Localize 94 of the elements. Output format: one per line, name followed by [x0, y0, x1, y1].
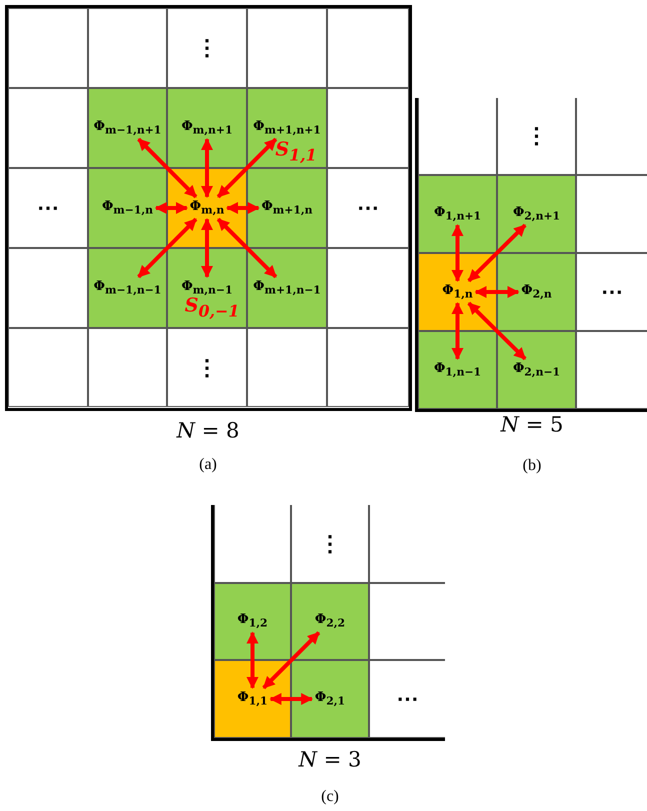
grid-cell	[497, 98, 576, 175]
grid-cell	[8, 168, 88, 248]
phi-label: Φ$_{m+1,n+1}$	[253, 120, 321, 136]
double-arrow	[246, 632, 258, 689]
grid-cell	[214, 583, 291, 660]
grid-cell	[497, 331, 576, 409]
grid-cell	[576, 98, 647, 175]
grid-cell	[8, 8, 88, 88]
phi-label: Φ$_{1,2}$	[237, 613, 268, 630]
ellipsis: ⋯	[37, 197, 59, 219]
double-arrow	[216, 218, 278, 278]
grid-cell	[327, 248, 409, 328]
ellipsis: ⋮	[319, 532, 341, 554]
grid-cell	[418, 331, 497, 409]
double-arrow	[226, 202, 260, 214]
phi-label: Φ$_{1,n}$	[442, 284, 473, 300]
grid-cell	[167, 88, 247, 168]
phi-label: Φ$_{1,1}$	[237, 690, 268, 708]
double-arrow	[467, 302, 526, 360]
grid-cell	[88, 168, 167, 248]
grid-size-label: N = 8	[176, 420, 240, 442]
grid-cell	[247, 8, 327, 88]
grid-cell	[88, 8, 167, 88]
phi-label: Φ$_{m−1,n}$	[102, 200, 154, 216]
grid-size-label: N = 5	[500, 414, 564, 436]
phi-label: Φ$_{1,n−1}$	[434, 362, 482, 378]
grid-cell	[247, 328, 327, 407]
grid-cell	[88, 328, 167, 407]
grid-cell	[291, 505, 369, 583]
grid-cell	[327, 328, 409, 407]
grid-cell	[8, 88, 88, 168]
phi-label: Φ$_{2,n}$	[521, 284, 552, 300]
grid-cell	[247, 248, 327, 328]
phi-label: Φ$_{m−1,n−1}$	[94, 280, 162, 296]
grid-cell	[247, 168, 327, 248]
phi-label: Φ$_{m−1,n+1}$	[94, 120, 162, 136]
double-arrow	[137, 138, 198, 198]
grid-cell	[576, 253, 647, 331]
double-arrow	[452, 224, 464, 282]
double-arrow	[452, 302, 464, 360]
grid-cell	[247, 88, 327, 168]
panel-label: (a)	[199, 457, 217, 473]
grid-cell	[418, 175, 497, 253]
ellipsis: ⋮	[526, 125, 548, 147]
double-arrow	[154, 202, 188, 214]
grid-cell	[291, 583, 369, 660]
phi-label: Φ$_{2,2}$	[314, 613, 346, 630]
double-arrow	[201, 218, 213, 278]
phi-label: Φ$_{2,n+1}$	[512, 206, 560, 222]
double-arrow	[269, 693, 314, 705]
grid-cell	[576, 331, 647, 409]
grid-cell	[167, 8, 247, 88]
arrow-label: S$_{0,−1}$	[184, 296, 240, 320]
ellipsis: ⋮	[196, 37, 218, 59]
grid-cell	[369, 583, 445, 660]
phi-label: Φ$_{m+1,n−1}$	[253, 280, 321, 296]
grid-cell	[418, 98, 497, 175]
grid-cell	[88, 248, 167, 328]
grid-cell	[497, 175, 576, 253]
ellipsis: ⋯	[396, 688, 418, 710]
ellipsis: ⋮	[196, 356, 218, 378]
double-arrow	[216, 138, 278, 198]
phi-label: Φ$_{m+1,n}$	[261, 200, 313, 216]
grid-size-label: N = 3	[298, 750, 362, 770]
phi-label: Φ$_{1,n+1}$	[434, 206, 482, 222]
double-arrow	[137, 218, 198, 278]
double-arrow	[201, 138, 213, 198]
double-arrow	[262, 631, 320, 690]
grid-cell	[576, 175, 647, 253]
grid-cell	[327, 8, 409, 88]
ellipsis: ⋯	[357, 197, 379, 219]
grid-cell	[327, 168, 409, 248]
grid-cell	[291, 660, 369, 738]
grid-cell	[214, 505, 291, 583]
ellipsis: ⋯	[601, 281, 623, 303]
phi-label: Φ$_{m,n}$	[190, 200, 224, 216]
double-arrow	[467, 224, 526, 282]
phi-label: Φ$_{2,n−1}$	[512, 362, 560, 378]
grid-cell	[8, 248, 88, 328]
panel-label: (b)	[522, 458, 542, 474]
double-arrow	[474, 286, 520, 298]
grid-cell	[369, 660, 445, 738]
grid-cell	[8, 328, 88, 407]
grid-cell	[167, 328, 247, 407]
phi-label: Φ$_{m,n−1}$	[181, 280, 233, 296]
grid-cell	[88, 88, 167, 168]
phi-label: Φ$_{m,n+1}$	[181, 120, 233, 136]
grid-cell	[167, 248, 247, 328]
grid-cell	[497, 253, 576, 331]
arrow-label: S$_{1,1}$	[275, 140, 317, 164]
phi-label: Φ$_{2,1}$	[314, 690, 346, 708]
grid-cell	[327, 88, 409, 168]
panel-label: (c)	[321, 789, 339, 805]
grid-cell	[214, 660, 291, 738]
